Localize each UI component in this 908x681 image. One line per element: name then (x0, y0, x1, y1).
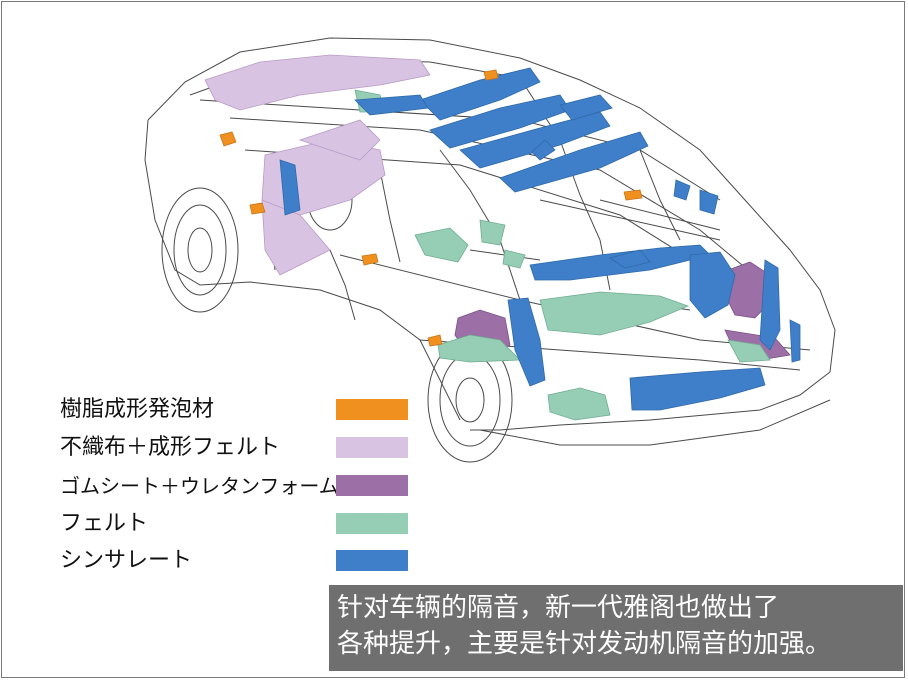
legend-swatch (336, 550, 408, 571)
resin-foam-parts (219, 69, 643, 347)
legend-item-nonwoven-felt: 不織布＋成形フェルト (60, 434, 420, 462)
caption-line-2: 各种提升，主要是针对发动机隔音的加强。 (337, 629, 832, 659)
legend-label: ゴムシート＋ウレタンフォーム (60, 474, 339, 498)
legend-item-resin-foam: 樹脂成形発泡材 (60, 396, 420, 424)
legend-label: フェルト (60, 511, 149, 536)
nonwoven-felt-parts (204, 54, 431, 276)
legend-swatch (336, 399, 408, 420)
caption-line-1: 针对车辆的隔音，新一代雅阁也做出了 (337, 593, 780, 623)
legend-swatch (336, 437, 408, 458)
legend-swatch (336, 513, 408, 534)
front-wheel (161, 187, 239, 313)
legend-label: 樹脂成形発泡材 (60, 397, 215, 422)
legend-label: 不織布＋成形フェルト (60, 435, 281, 460)
legend-item-thinsulate: シンサレート (60, 547, 420, 575)
thinsulate-parts (279, 67, 801, 411)
felt-parts (354, 89, 771, 421)
legend-item-rubber-urethane: ゴムシート＋ウレタンフォーム (60, 472, 420, 500)
legend-swatch (336, 475, 408, 496)
caption-box: 针对车辆的隔音，新一代雅阁也做出了 各种提升，主要是针对发动机隔音的加强。 (329, 585, 903, 671)
legend-item-felt: フェルト (60, 510, 420, 538)
legend-label: シンサレート (60, 548, 193, 573)
